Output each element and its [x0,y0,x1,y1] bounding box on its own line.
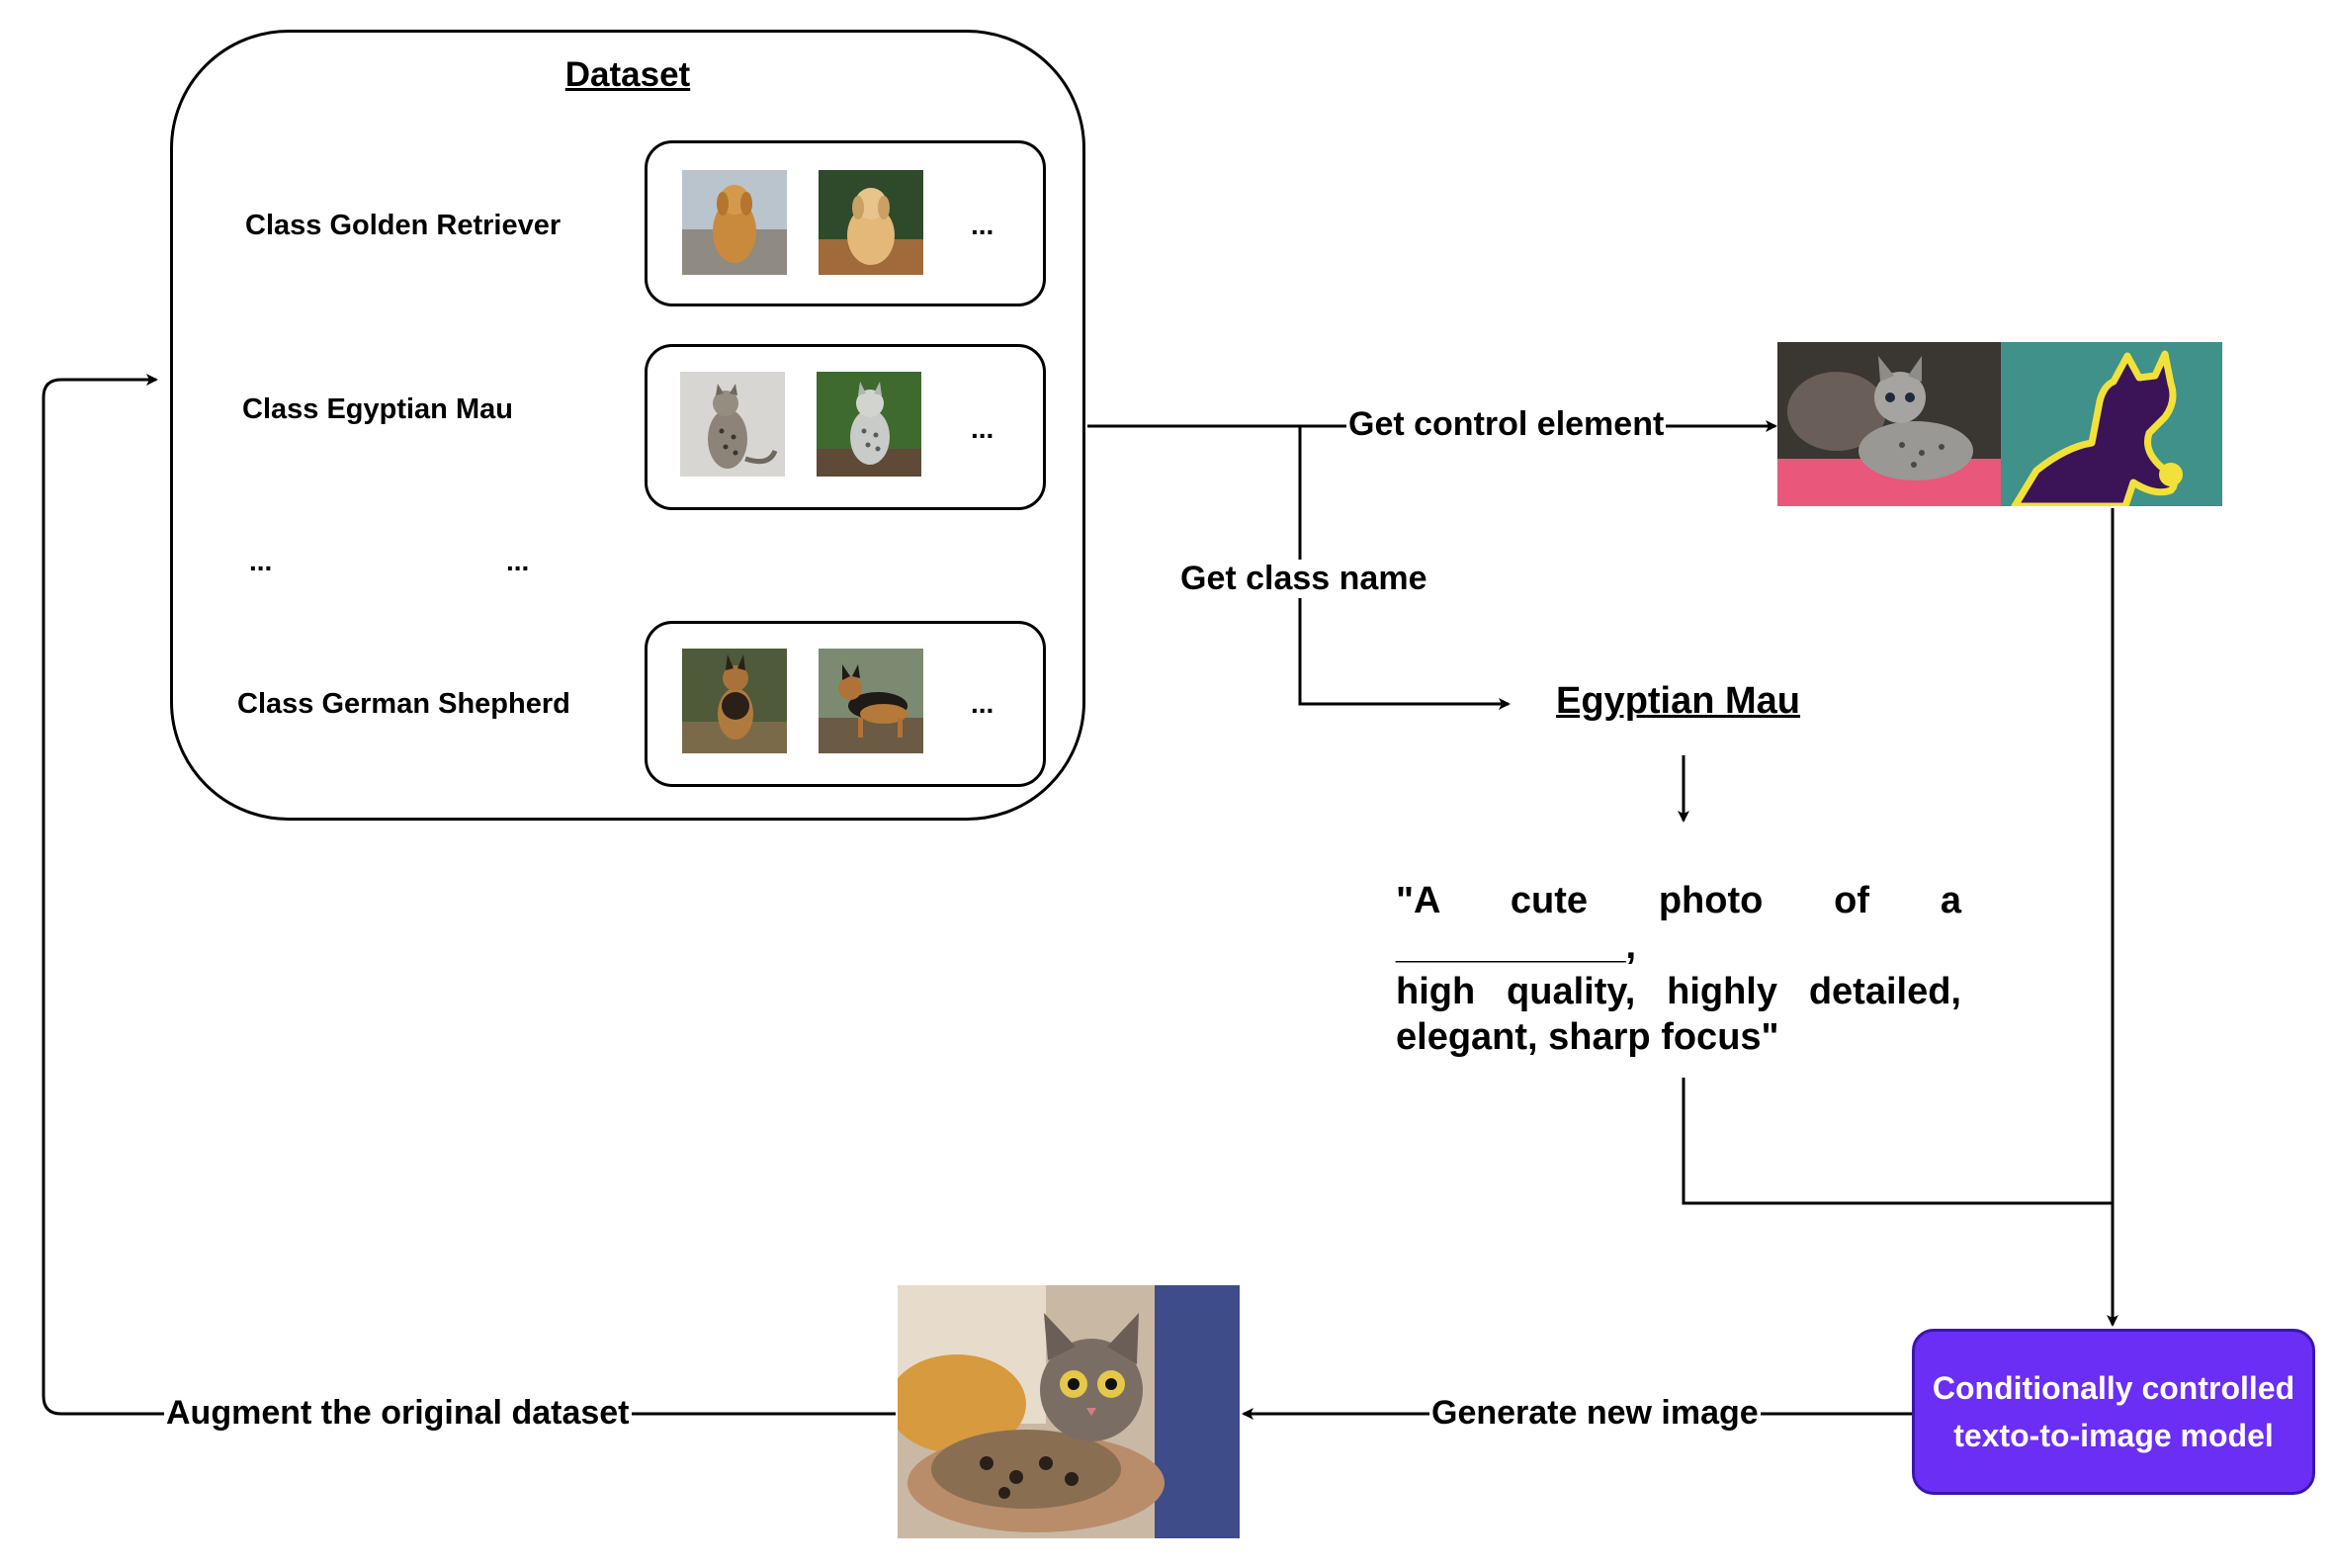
more-images-golden-retriever: ... [971,210,994,240]
class-label-german-shepherd: Class German Shepherd [237,688,570,720]
label-augment-dataset: Augment the original dataset [164,1394,632,1433]
edge-dataset-to-class-name [1298,426,1511,710]
model-label-line-2: texto-to-image model [1953,1418,2274,1453]
golden-retriever-photo [682,170,787,275]
more-images-german-shepherd: ... [971,688,994,719]
model-label-line-1: Conditionally controlled [1932,1370,2295,1406]
more-classes-ellipsis: ... [249,546,273,576]
label-get-control-element: Get control element [1346,405,1667,444]
text-prompt: "A cute photo of a ___________, high qua… [1396,878,1961,1060]
edge-prompt-to-model [1682,1078,2113,1205]
more-images-egyptian-mau: ... [971,413,994,444]
dataset-title: Dataset [564,55,691,94]
edge-generated-to-dataset [42,374,896,1416]
control-element [1777,342,2222,510]
kitten-photo [1777,342,2001,506]
prompt-line-2: high quality, highly detailed, [1396,971,1961,1012]
label-generate-new-image: Generate new image [1429,1394,1761,1433]
text-to-image-model: Conditionally controlled texto-to-image … [1912,1329,2315,1495]
german-shepherd-photo [819,649,923,753]
prompt-line-3: elegant, sharp focus" [1396,1016,1779,1058]
label-get-class-name: Get class name [1178,560,1429,598]
golden-retriever-photo [819,170,923,275]
class-label-egyptian-mau: Class Egyptian Mau [242,393,513,425]
egyptian-mau-photo [817,372,921,477]
selected-class-name: Egyptian Mau [1556,680,1801,722]
egyptian-mau-photo [680,372,785,477]
class-label-golden-retriever: Class Golden Retriever [245,210,562,241]
prompt-line-1: "A cute photo of a ___________, [1396,880,1961,967]
generated-image [888,1285,1240,1538]
segmentation-mask [2001,342,2222,510]
more-images-ellipsis: ... [506,546,530,576]
german-shepherd-photo [682,649,787,753]
